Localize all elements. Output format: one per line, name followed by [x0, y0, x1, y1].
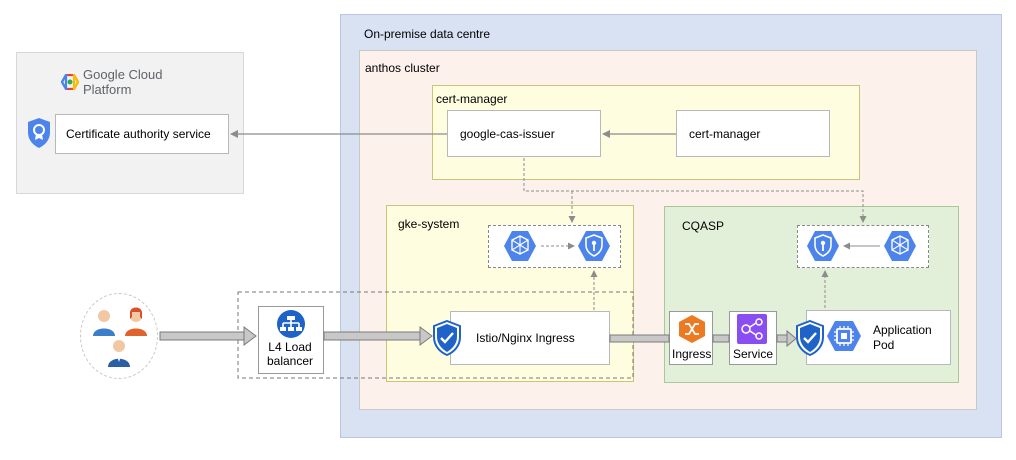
google-cas-issuer-box[interactable]: google-cas-issuer	[447, 110, 601, 157]
k8s-secret-icon	[577, 229, 611, 263]
google-cas-issuer-label: google-cas-issuer	[460, 126, 555, 141]
ingress-icon	[677, 314, 707, 344]
cert-manager-zone-label: cert-manager	[436, 92, 508, 106]
shield-check-icon	[432, 320, 462, 356]
cqasp-ingress-label: Ingress	[672, 347, 712, 361]
service-icon	[737, 314, 767, 344]
users-group	[80, 293, 158, 379]
ca-service-box[interactable]: Certificate authority service	[55, 114, 229, 154]
k8s-pod-icon	[503, 229, 537, 263]
k8s-pod-icon	[883, 229, 917, 263]
traffic-arrow-users-to-lb	[159, 326, 257, 346]
datacentre-label: On-premise data centre	[364, 27, 491, 41]
chip-icon	[826, 320, 862, 352]
ca-service-label: Certificate authority service	[66, 127, 211, 141]
load-balancer-label: L4 Load balancer	[266, 340, 314, 368]
application-pod-label: Application Pod	[873, 323, 932, 352]
cqasp-service-label: Service	[733, 347, 774, 361]
gcp-logo-text: Google Cloud Platform	[83, 67, 163, 97]
shield-check-icon	[795, 320, 825, 356]
istio-ingress-label: Istio/Nginx Ingress	[476, 331, 575, 345]
cqasp-label: CQASP	[682, 219, 725, 233]
users-icon	[91, 306, 151, 370]
gcp-logo-icon	[61, 74, 79, 90]
k8s-secret-icon	[806, 229, 840, 263]
cert-manager-label: cert-manager	[689, 126, 761, 141]
load-balancer-icon	[274, 309, 308, 339]
cert-manager-box[interactable]: cert-manager	[676, 110, 830, 157]
gke-system-label: gke-system	[398, 217, 460, 231]
istio-ingress-box[interactable]: Istio/Nginx Ingress	[450, 311, 610, 365]
certificate-authority-icon	[26, 117, 52, 149]
gcp-logo: Google Cloud Platform	[61, 67, 211, 97]
cluster-label: anthos cluster	[365, 61, 440, 75]
